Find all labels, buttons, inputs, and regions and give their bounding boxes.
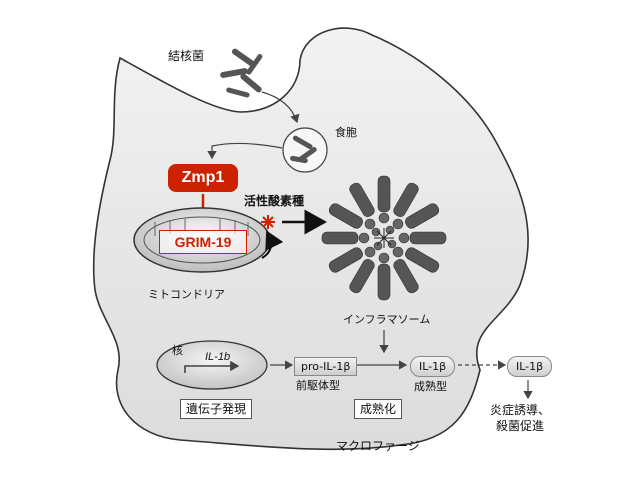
pro-il1b-box: pro-IL-1β xyxy=(294,357,358,376)
phagosome xyxy=(282,127,328,173)
inflammasome-label: インフラマソーム xyxy=(343,313,431,326)
ros-star-icon xyxy=(261,215,275,229)
nucleus-label: 核 xyxy=(172,344,183,357)
mature-label: 成熟型 xyxy=(414,380,447,393)
grim19-label: GRIM-19 xyxy=(174,234,232,250)
tuberculosis-label: 結核菌 xyxy=(168,49,205,63)
inflammation-line1: 炎症誘導、 xyxy=(490,403,551,417)
il1b-mature-pill: IL-1β xyxy=(410,356,456,377)
bacteria-cluster xyxy=(220,48,263,98)
il1b-gene-label: IL-1b xyxy=(205,351,231,363)
gene-expression-box: 遺伝子発現 xyxy=(180,399,253,419)
phagosome-label: 食胞 xyxy=(335,126,357,139)
il1b-secreted-pill: IL-1β xyxy=(507,356,553,377)
ros-label: 活性酸素種 xyxy=(244,194,305,208)
grim19-box: GRIM-19 xyxy=(159,230,247,254)
zmp1-box: Zmp1 xyxy=(168,164,238,192)
maturation-box: 成熟化 xyxy=(354,399,403,419)
macrophage-label: マクロファージ xyxy=(336,439,420,453)
precursor-label: 前駆体型 xyxy=(296,379,340,392)
inflammation-line2: 殺菌促進 xyxy=(496,419,545,433)
inflammasome xyxy=(321,175,447,301)
zmp1-label: Zmp1 xyxy=(181,169,225,186)
nucleus xyxy=(156,340,268,390)
mitochondria-label: ミトコンドリア xyxy=(148,288,225,301)
